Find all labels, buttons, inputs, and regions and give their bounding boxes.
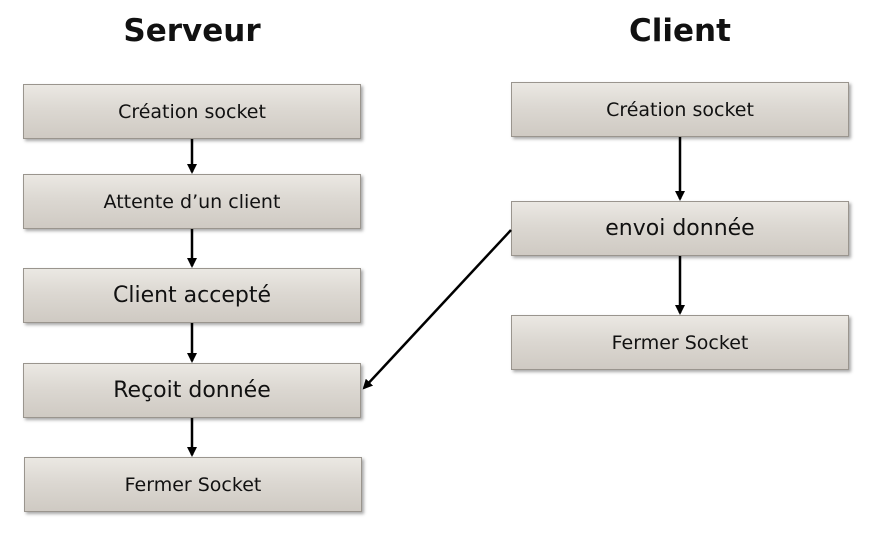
server-step-wait-client: Attente d’un client bbox=[23, 174, 361, 229]
server-step-create-socket: Création socket bbox=[23, 84, 361, 139]
server-step-receive-data: Reçoit donnée bbox=[23, 363, 361, 418]
client-column-title: Client bbox=[629, 13, 731, 49]
arrow-client-to-server bbox=[362, 229, 512, 390]
client-step-send-data: envoi donnée bbox=[511, 201, 849, 256]
server-step-close-socket: Fermer Socket bbox=[24, 457, 362, 512]
client-step-create-socket: Création socket bbox=[511, 82, 849, 137]
server-column-title: Serveur bbox=[123, 13, 261, 49]
server-step-client-accepted: Client accepté bbox=[23, 268, 361, 323]
client-step-close-socket: Fermer Socket bbox=[511, 315, 849, 370]
